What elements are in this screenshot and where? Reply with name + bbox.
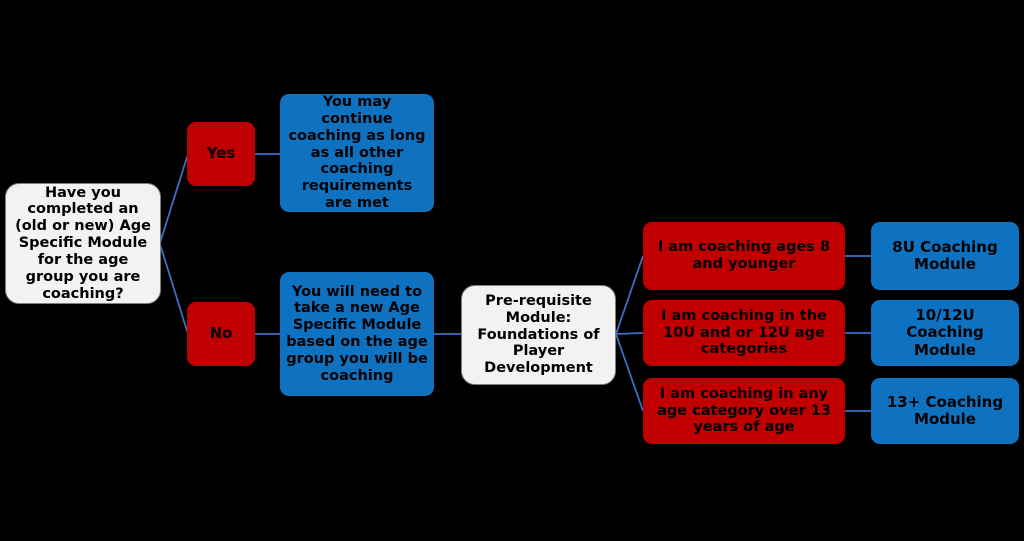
edge-prereq-to-age-3: [615, 333, 644, 412]
node-module-13-plus-label: 13+ Coaching Module: [886, 392, 1004, 428]
node-no-outcome[interactable]: You will need to take a new Age Specific…: [280, 272, 434, 396]
node-no[interactable]: No: [187, 302, 255, 366]
node-yes-outcome-label: You may continue coaching as long as all…: [288, 94, 426, 212]
node-prerequisite-label: Pre-requisite Module: Foundations of Pla…: [477, 292, 600, 377]
node-module-8u-label: 8U Coaching Module: [892, 237, 998, 273]
node-no-outcome-label: You will need to take a new Age Specific…: [286, 283, 428, 384]
edge-prereq-to-age-1: [615, 255, 644, 335]
edge-question-to-no: [159, 243, 189, 335]
node-question-age-specific-module[interactable]: Have you completed an (old or new) Age S…: [5, 183, 161, 304]
node-age-branch-8u-label: I am coaching ages 8 and younger: [657, 239, 831, 272]
node-module-10-12u[interactable]: 10/12U Coaching Module: [871, 300, 1019, 366]
node-age-branch-8u[interactable]: I am coaching ages 8 and younger: [643, 222, 845, 290]
node-module-10-12u-label: 10/12U Coaching Module: [906, 305, 984, 359]
node-age-branch-10-12u[interactable]: I am coaching in the 10U and or 12U age …: [643, 300, 845, 366]
node-module-13-plus[interactable]: 13+ Coaching Module: [871, 378, 1019, 444]
node-yes-label: Yes: [206, 144, 236, 163]
edge-prereq-to-age-2: [615, 332, 644, 335]
node-age-branch-10-12u-label: I am coaching in the 10U and or 12U age …: [661, 307, 827, 358]
node-module-8u[interactable]: 8U Coaching Module: [871, 222, 1019, 290]
node-age-branch-13-plus-label: I am coaching in any age category over 1…: [657, 385, 831, 436]
node-question-label: Have you completed an (old or new) Age S…: [15, 184, 151, 302]
node-yes-outcome[interactable]: You may continue coaching as long as all…: [280, 94, 434, 212]
edge-question-to-yes: [159, 153, 189, 244]
node-prerequisite-module[interactable]: Pre-requisite Module: Foundations of Pla…: [461, 285, 616, 385]
node-age-branch-13-plus[interactable]: I am coaching in any age category over 1…: [643, 378, 845, 444]
node-no-label: No: [209, 324, 233, 343]
node-yes[interactable]: Yes: [187, 122, 255, 186]
